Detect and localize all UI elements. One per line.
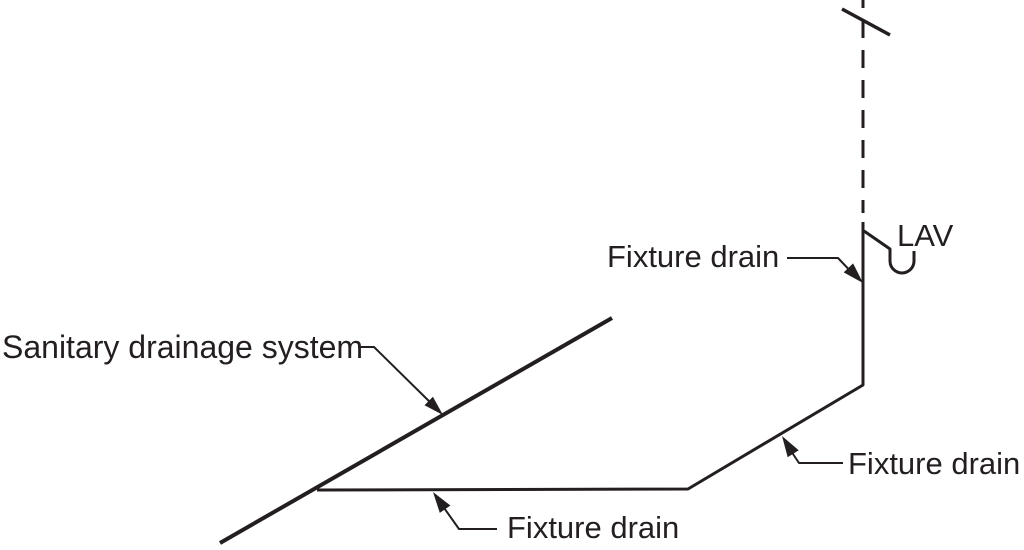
fixture-drain-right-leader-arrowhead-icon — [782, 436, 799, 458]
fixture-drain-bottom-leader-line — [441, 504, 497, 530]
fixture-drain-bottom-leader-arrowhead-icon — [433, 492, 451, 513]
sanitary-drainage-line — [219, 316, 613, 545]
fixture-drain-top-leader-arrowhead-icon — [843, 263, 863, 283]
fixture-drain-right-leader-line — [790, 450, 843, 464]
fixture-drain-pipe-run — [316, 222, 865, 492]
pipe-break-mark — [841, 7, 891, 37]
sanitary-leader-line — [358, 346, 437, 409]
lav-trap-symbol — [863, 229, 916, 275]
fixture-drain-label-top: Fixture drain — [607, 239, 779, 274]
fixture-drain-label-bottom: Fixture drain — [507, 510, 679, 545]
fixture-drain-label-right: Fixture drain — [848, 446, 1020, 481]
lav-label: LAV — [897, 218, 954, 253]
fixture-drain-top-leader-line — [787, 257, 857, 278]
sanitary-system-label: Sanitary drainage system — [2, 329, 363, 365]
sanitary-leader-arrowhead-icon — [424, 396, 443, 415]
